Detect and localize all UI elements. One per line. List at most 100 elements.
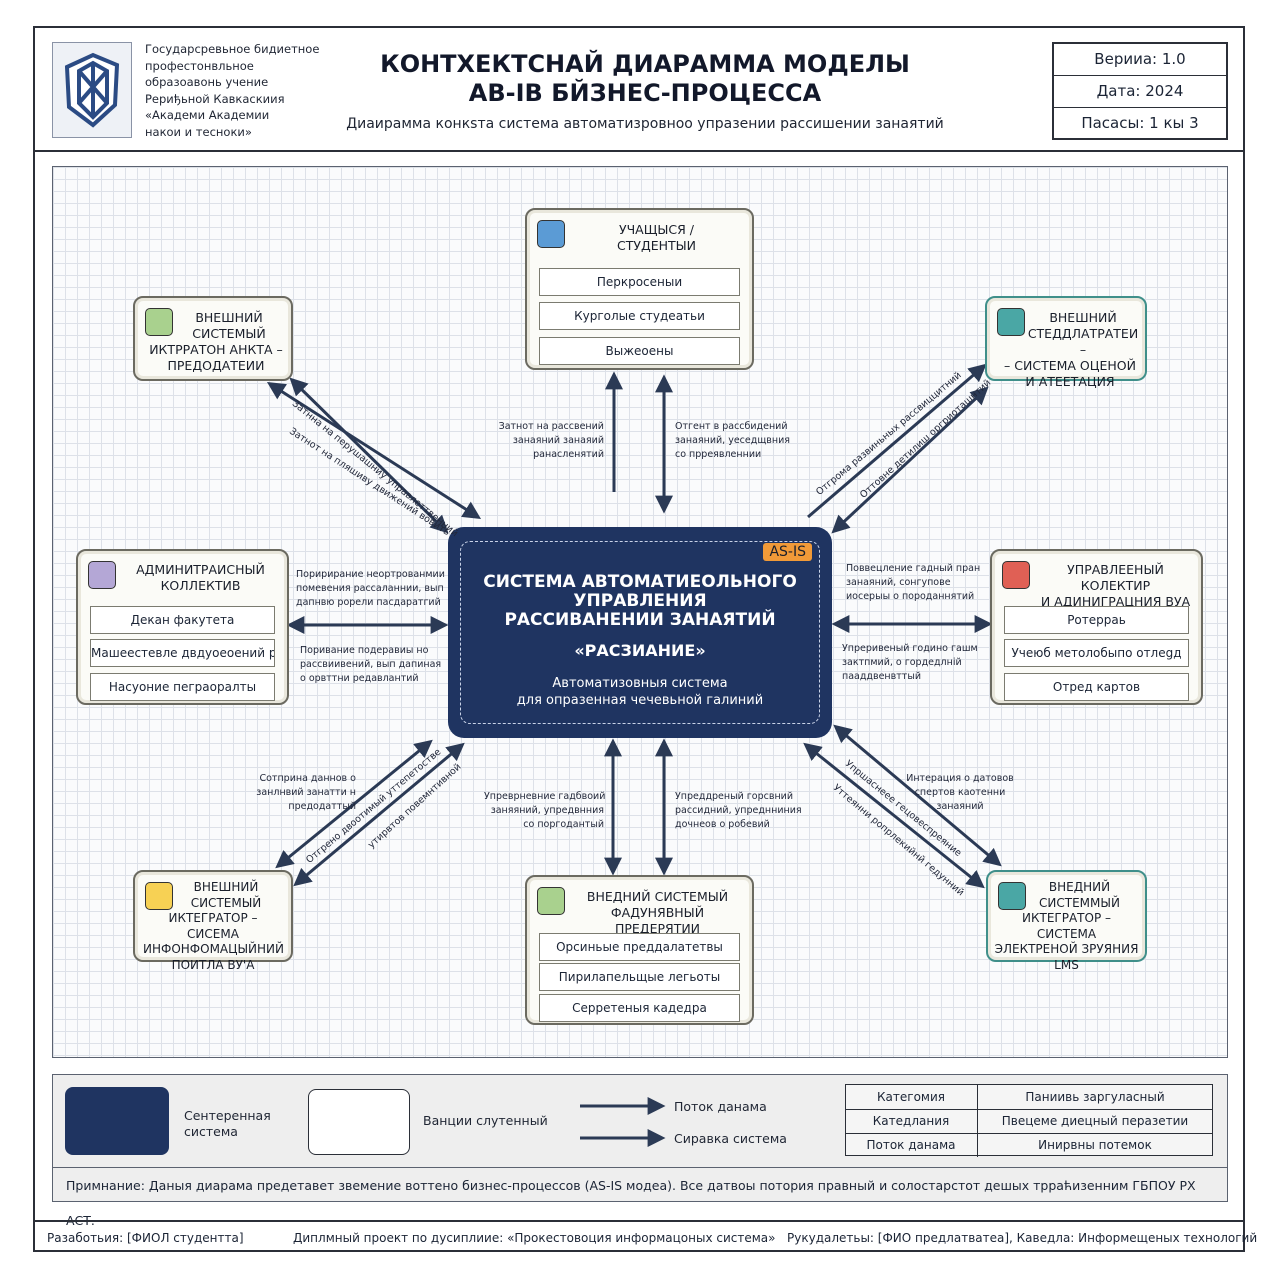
diagram-subtitle: Диаирамма конкsта система автоматизровно…	[346, 116, 944, 132]
page-frame	[33, 26, 1245, 1252]
flow-label-line: занаяний	[936, 801, 984, 812]
flow-label-line: предодаттый	[288, 801, 356, 812]
org-line: образоавонь учение	[145, 75, 269, 89]
org-line: «Академи Академии	[145, 108, 270, 122]
page-cell: Пасасы: 1 кы 3	[1081, 114, 1199, 132]
flow-label-line: иосерыы о породаннятий	[846, 591, 975, 602]
node-row: Перкросеныи	[539, 268, 740, 296]
footer-project: Диплмный проект по дусиплиие: «Прокестов…	[293, 1231, 776, 1245]
flow-label-line: со прреявленнии	[675, 449, 762, 460]
node-row: Орсиньые преддалатетвы	[539, 933, 740, 961]
node-title: ВНЕШНИЙ СИСТЕМЫЙ ИКТЕГРАТОР – СИСЕМА ИНФ…	[143, 880, 284, 973]
org-line: Государсревьное бидиетное	[145, 42, 320, 56]
node-title: ВНЕДНИЙ СИСТЕМЫЙ ФАДУНЯВНЫЙ ПРЕДЕРЯТИИ	[571, 889, 744, 937]
central-title-line: СИСТЕМА АВТОМАТИЕОЛЬНОГО	[483, 572, 797, 592]
flow-label-line: со поргодантый	[523, 819, 604, 830]
flow-label: Поривание подеравиы но рассвиивений, вып…	[300, 644, 441, 686]
node-row: Серретеныя кадедра	[539, 994, 740, 1022]
flow-label-line: ранасленятий	[533, 449, 604, 460]
flow-label-line: Поривание подеравиы но	[300, 645, 429, 656]
flow-label: Затнот на рассвений занаяний занаяий ран…	[490, 420, 604, 462]
node-title-line: ВНЕШНИЙ	[193, 880, 259, 894]
flow-label-line: о орвттни редавлантий	[300, 673, 419, 684]
node-row: Машеестевле двдуоеоений ребты	[90, 639, 275, 667]
flow-label: Упреврневние гадбвоий заняяний, упредвнн…	[484, 790, 606, 832]
node-title: УПРАВЛЕЕНЫЙ КОЛЕКТИР И АДИНИГРАЦНИЯ ВУА	[1036, 562, 1195, 610]
meta-table: Верииа: 1.0 Дата: 2024 Пасасы: 1 кы 3	[1052, 42, 1228, 140]
flow-label-line: дапнвю рорели пасдаратгий	[296, 597, 441, 608]
node-row: Учеюб метолобыпо отлеgд	[1004, 639, 1189, 667]
node-title-line: ВНЕДНИЙ	[1048, 880, 1111, 894]
node-title-line: LMS	[1054, 957, 1079, 972]
flow-label-line: Интерация о датовов	[906, 773, 1014, 784]
node-row: Ротерраь	[1004, 606, 1189, 634]
flow-label-line: занаяний, уеседщвния	[675, 435, 790, 446]
monitor-icon	[997, 308, 1025, 336]
node-title-line: КОЛЛЕКТИВ	[160, 578, 241, 593]
central-dashed-border	[460, 541, 820, 724]
node-title: ВНЕШНИЙ СТЕДДЛАТРАТЕИ – – СИСТЕМА ОЦЕНОЙ…	[1001, 310, 1139, 390]
node-title-line: ВНЕДНИЙ СИСТЕМЫЙ	[586, 889, 729, 904]
flow-label: Отгент в рассбидений занаяний, уеседщвни…	[675, 420, 790, 462]
flow-label-line: Упреривеный годино гашм	[842, 643, 978, 654]
node-title-line: СИСТЕММЫЙ	[1039, 895, 1120, 910]
node-title-line: УПРАВЛЕЕНЫЙ КОЛЕКТИР	[1067, 562, 1164, 593]
legend-table-cell: Категомия	[877, 1090, 945, 1104]
flow-label: Интерация о датовов спертов каотенни зан…	[905, 772, 1015, 814]
legend-central-label: Сентеренная система	[184, 1108, 271, 1140]
node-title-line: СТУДЕНТЫИ	[616, 238, 697, 253]
legend-table-cell: Катедлания	[872, 1114, 950, 1128]
presentation-icon	[1002, 561, 1030, 589]
node-title-line: ИНФОНФОМАЦЫЙНИЙ	[143, 942, 284, 956]
legend-table-row: Катедлания Пвецеме диецный перазетии	[846, 1109, 1212, 1134]
node-title-line: ИКТЕГРАТОР – СИСЕМА	[168, 911, 258, 941]
central-description: Автоматизовныя система для опразенная че…	[468, 675, 812, 709]
diagram-title: КОНТХЕКТСНАЙ ДИАРАММА МОДЕЛЫ АВ-ІВ БЙЗНЕ…	[350, 50, 940, 108]
node-management: УПРАВЛЕЕНЫЙ КОЛЕКТИР И АДИНИГРАЦНИЯ ВУА …	[990, 549, 1203, 705]
legend-table-cell: Паниивь заргуласный	[977, 1085, 1212, 1109]
flow-label: Упреддреный горсвний рассидний, упреднни…	[675, 790, 802, 832]
flow-label-line: занлнвий занатти н	[256, 787, 356, 798]
user-icon	[145, 308, 173, 336]
title-line: КОНТХЕКТСНАЙ ДИАРАММА МОДЕЛЫ	[380, 50, 910, 78]
academy-logo	[52, 42, 132, 138]
flow-label-line: Затнот на рассвений	[498, 421, 604, 432]
legend-table-cell: Инирвны потемок	[977, 1133, 1212, 1157]
node-title-line: ИКТРРАТОН АНКТА –	[149, 342, 283, 357]
central-title: СИСТЕМА АВТОМАТИЕОЛЬНОГО УПРАВЛЕНИЯ РАСС…	[468, 573, 812, 630]
node-title-line: СИСТЕМЫЙ	[190, 895, 262, 910]
node-row: Выжеоены	[539, 337, 740, 365]
node-title-line: – СИСТЕМА ОЦЕНОЙ	[1004, 358, 1136, 373]
flow-label-line: заняяний, упредвнния	[490, 805, 604, 816]
header-bar	[33, 26, 1245, 152]
node-title: ВНЕШНИЙ СИСТЕМЫЙ ИКТРРАТОН АНКТА – ПРЕДО…	[149, 310, 283, 374]
node-title: УЧАЩЫСЯ / СТУДЕНТЫИ	[571, 222, 742, 254]
node-title-line: ВНЕШНИЙ	[1049, 310, 1117, 325]
central-desc-line: для опразенная чечевьной галиний	[516, 693, 764, 708]
legend-central-swatch	[65, 1087, 169, 1155]
legend-external-swatch	[308, 1089, 410, 1155]
node-students: УЧАЩЫСЯ / СТУДЕНТЫИ Перкросеныи Курголые…	[525, 208, 754, 370]
as-is-badge: AS-IS	[763, 543, 812, 561]
flow-label-line: занаяний, сонгупове	[846, 577, 951, 588]
legend-table-cell: Поток данама	[866, 1138, 956, 1152]
flow-label-line: зактпмий, о гордедлній	[842, 657, 962, 668]
node-row: Курголые студеатьи	[539, 302, 740, 330]
node-title: АДМИНИТРАИСНЫЙ КОЛЛЕКТИВ	[122, 562, 279, 594]
flow-label-line: Поририрание неортрованмии	[296, 569, 445, 580]
central-title-line: УПРАВЛЕНИЯ	[573, 591, 707, 611]
central-title-line: РАССИВАНЕНИИ ЗАНАЯТИЙ	[504, 610, 776, 630]
flow-label-line: Упреддреный горсвний	[675, 791, 794, 802]
user-icon	[145, 882, 173, 910]
node-title-line: ФАДУНЯВНЫЙ ПРЕДЕРЯТИИ	[610, 905, 705, 936]
node-title-line: СИСТЕМЫЙ	[192, 326, 266, 341]
flow-label-line: рассвиивений, вып дапиная	[300, 659, 442, 670]
flow-label: Поввецление гадный пран занаяний, сонгуп…	[846, 562, 980, 604]
node-row: Отред картов	[1004, 673, 1189, 701]
node-title-line: УЧАЩЫСЯ /	[618, 222, 695, 237]
org-line: Рериђьной Кавкаскиия	[145, 91, 285, 106]
flow-label-line: дочнеов о робевий	[675, 819, 770, 830]
org-line: накои и тесноки»	[145, 124, 252, 139]
flow-label-line: Упреврневние гадбвоий	[484, 791, 606, 802]
node-title-line: АДМИНИТРАИСНЫЙ	[136, 562, 265, 577]
